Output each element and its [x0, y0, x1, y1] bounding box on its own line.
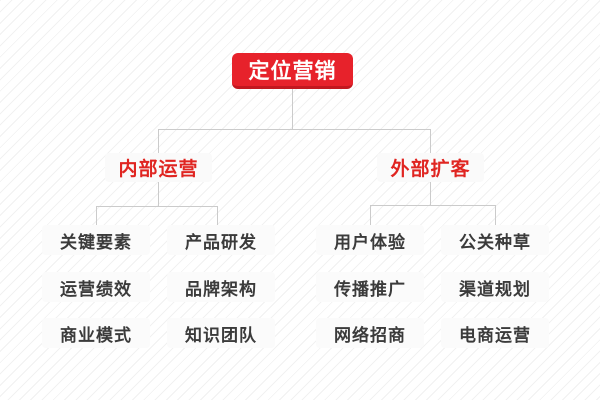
leaf-node: 知识团队	[167, 318, 275, 348]
leaf-node: 运营绩效	[42, 272, 150, 302]
branch-node-external-expansion: 外部扩客	[377, 153, 484, 182]
leaf-node: 关键要素	[42, 225, 150, 255]
connector-line	[158, 129, 431, 130]
leaf-node: 用户体验	[316, 225, 424, 255]
connector-line	[96, 206, 218, 207]
leaf-node: 商业模式	[42, 318, 150, 348]
leaf-node: 公关种草	[441, 225, 549, 255]
leaf-node: 网络招商	[316, 318, 424, 348]
connector-line	[292, 89, 293, 129]
connector-line	[430, 129, 431, 153]
connector-line	[495, 205, 496, 225]
connector-line	[217, 206, 218, 225]
connector-line	[96, 206, 97, 225]
connector-line	[158, 182, 159, 206]
leaf-node: 品牌架构	[167, 272, 275, 302]
leaf-node: 电商运营	[441, 318, 549, 348]
connector-line	[158, 129, 159, 153]
connector-line	[370, 205, 371, 225]
branch-node-internal-operations: 内部运营	[105, 153, 212, 182]
root-node: 定位营销	[232, 53, 353, 89]
connector-line	[370, 205, 496, 206]
leaf-node: 传播推广	[316, 272, 424, 302]
leaf-node: 渠道规划	[441, 272, 549, 302]
connector-line	[430, 182, 431, 205]
leaf-node: 产品研发	[167, 225, 275, 255]
